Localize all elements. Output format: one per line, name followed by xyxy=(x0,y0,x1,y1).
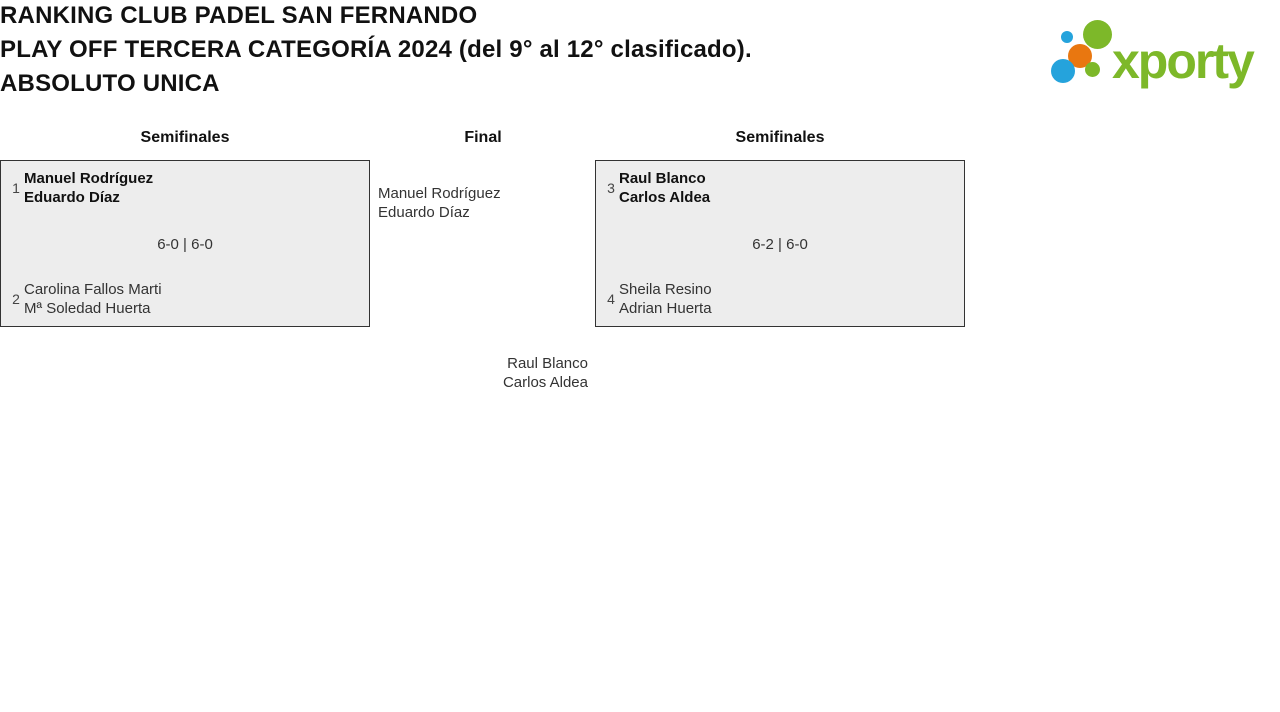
team-players: Sheila Resino Adrian Huerta xyxy=(619,280,712,318)
xporty-logo[interactable]: xporty xyxy=(1048,15,1280,93)
match-card-semifinal-left[interactable]: 1 Manuel Rodríguez Eduardo Díaz 6-0 | 6-… xyxy=(0,160,370,327)
player-name: Raul Blanco xyxy=(619,170,706,187)
logo-dot-icon xyxy=(1083,20,1112,49)
seed-number: 4 xyxy=(607,291,615,307)
player-name: Manuel Rodríguez xyxy=(378,185,501,202)
logo-dot-icon xyxy=(1051,59,1075,83)
seed-number: 2 xyxy=(12,291,20,307)
seed-number: 3 xyxy=(607,180,615,196)
player-name: Raul Blanco xyxy=(507,355,588,372)
finalist-team-bottom: Raul Blanco Carlos Aldea xyxy=(378,354,588,392)
match-team: 2 Carolina Fallos Marti Mª Soledad Huert… xyxy=(1,280,162,318)
player-name: Sheila Resino xyxy=(619,281,712,298)
player-name: Manuel Rodríguez xyxy=(24,170,154,187)
round-header-semifinal-left: Semifinales xyxy=(140,129,230,146)
round-header-final: Final xyxy=(464,129,502,146)
player-name: Carlos Aldea xyxy=(502,374,588,391)
player-name: Eduardo Díaz xyxy=(378,204,470,221)
title-line-1: RANKING CLUB PADEL SAN FERNANDO xyxy=(0,2,478,29)
round-header-semifinal-right: Semifinales xyxy=(735,129,825,146)
match-team: 1 Manuel Rodríguez Eduardo Díaz xyxy=(1,169,153,207)
team-players: Carolina Fallos Marti Mª Soledad Huerta xyxy=(24,280,162,318)
title-line-3: ABSOLUTO UNICA xyxy=(0,70,220,97)
match-score: 6-2 | 6-0 xyxy=(752,236,808,253)
seed-number: 1 xyxy=(12,180,20,196)
player-name: Carlos Aldea xyxy=(619,189,711,206)
logo-dot-icon xyxy=(1061,31,1073,43)
match-score: 6-0 | 6-0 xyxy=(157,236,213,253)
match-team: 3 Raul Blanco Carlos Aldea xyxy=(596,169,710,207)
team-players: Manuel Rodríguez Eduardo Díaz xyxy=(24,169,153,207)
player-name: Eduardo Díaz xyxy=(24,189,120,206)
team-players: Raul Blanco Carlos Aldea xyxy=(619,169,710,207)
match-card-semifinal-right[interactable]: 3 Raul Blanco Carlos Aldea 6-2 | 6-0 4 S… xyxy=(595,160,965,327)
player-name: Adrian Huerta xyxy=(619,300,712,317)
finalist-team-top: Manuel Rodríguez Eduardo Díaz xyxy=(378,184,501,222)
player-name: Carolina Fallos Marti xyxy=(24,281,162,298)
logo-wordmark: xporty xyxy=(1112,33,1255,89)
player-name: Mª Soledad Huerta xyxy=(24,300,151,317)
logo-dot-icon xyxy=(1085,62,1100,77)
tournament-title: RANKING CLUB PADEL SAN FERNANDO PLAY OFF… xyxy=(0,0,752,101)
title-line-2: PLAY OFF TERCERA CATEGORÍA 2024 (del 9° … xyxy=(0,36,752,63)
match-team: 4 Sheila Resino Adrian Huerta xyxy=(596,280,712,318)
